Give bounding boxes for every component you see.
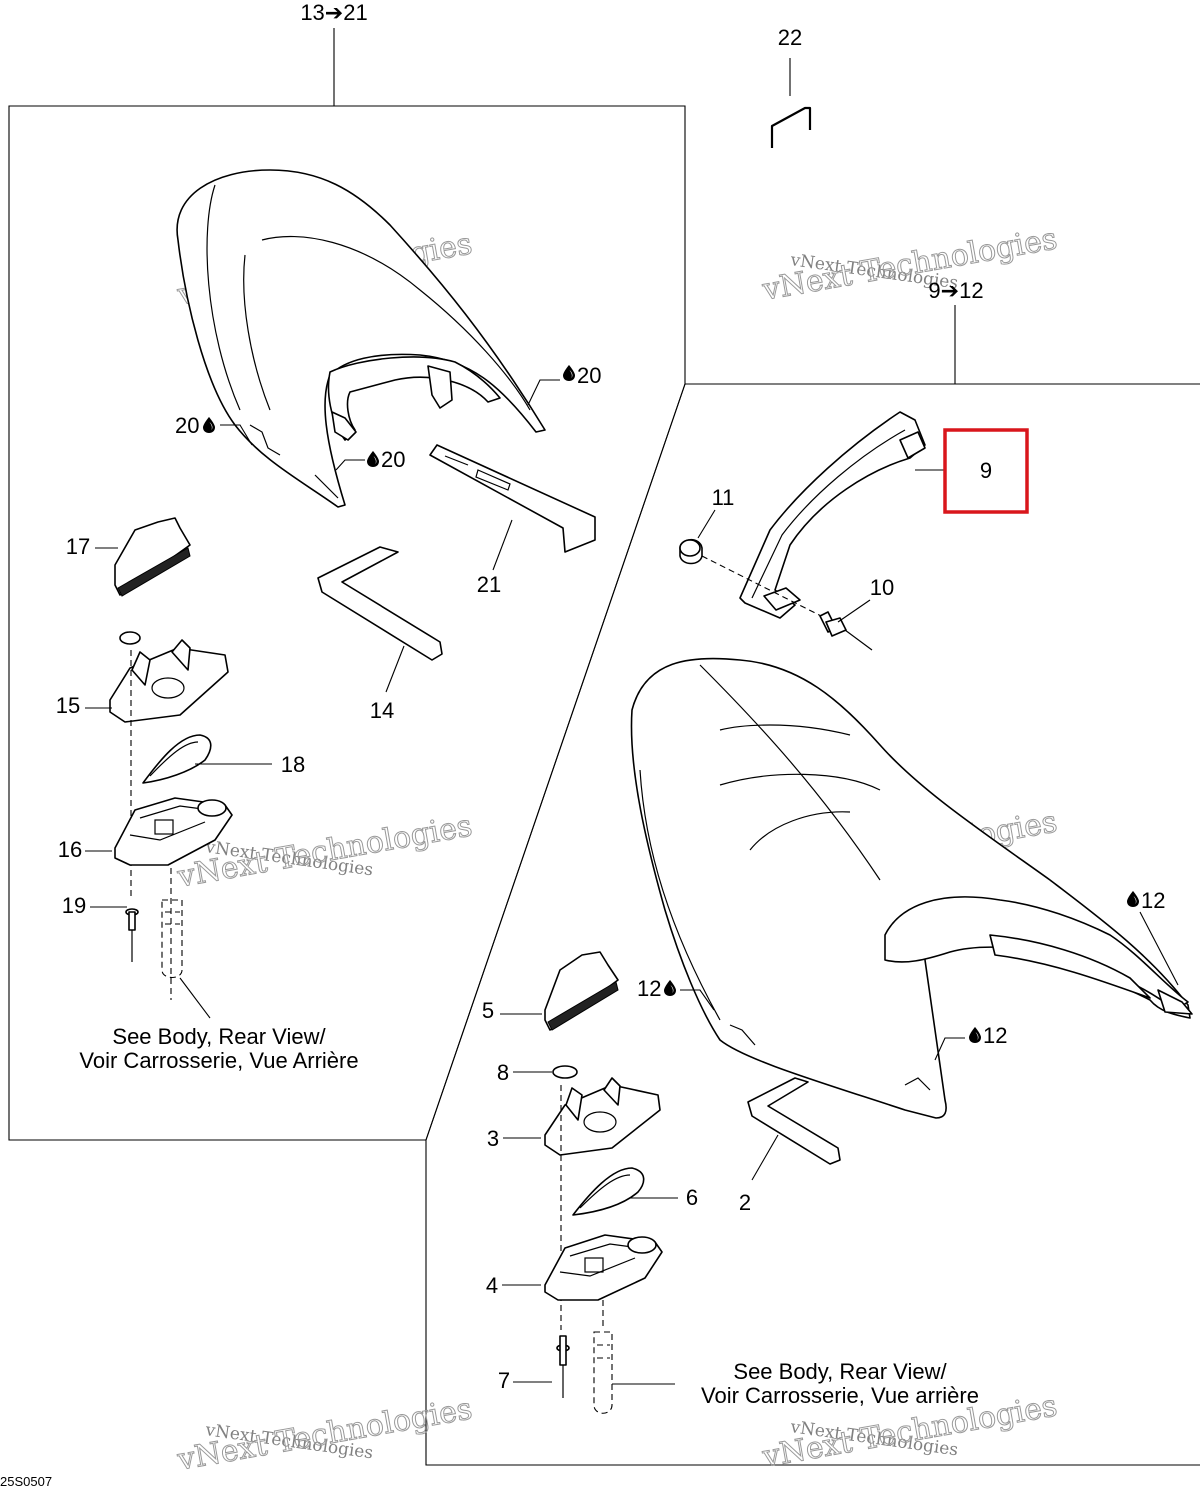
callout-15: 15 [56,693,80,718]
part-6-clip[interactable] [572,1167,645,1216]
part-18-clip[interactable] [142,734,212,784]
passenger-seat[interactable] [176,169,546,508]
callout-16: 16 [58,837,82,862]
main-seat[interactable] [630,657,1193,1119]
callout-13-21: 13➔21 [300,0,367,25]
drawing-code: 25S0507 [0,1474,52,1488]
part-2-rod[interactable] [747,1077,841,1165]
callout-7: 7 [498,1368,510,1393]
callout-9: 9 [980,458,992,483]
callout-14: 14 [370,698,394,723]
callout-10: 10 [870,575,894,600]
right-panel-frame [425,383,1200,1466]
callout-21: 21 [477,572,501,597]
callout-18: 18 [281,752,305,777]
callout-11: 11 [712,485,735,510]
part-7-rivet[interactable] [556,1335,570,1398]
part-11-washer[interactable] [679,538,703,565]
note-left-line2: Voir Carrosserie, Vue Arrière [79,1048,358,1073]
callout-9-12: 9➔12 [928,278,983,303]
part-22-clip[interactable] [770,106,812,148]
part-5-latch[interactable] [544,951,619,1031]
callout-2: 2 [739,1190,751,1215]
highlight-box-part-9 [943,428,1029,514]
callout-12-mid: 12 [637,976,661,1001]
part-19-rivet[interactable] [125,908,139,962]
callout-22: 22 [778,25,802,50]
note-left-line1: See Body, Rear View/ [112,1024,326,1049]
callout-5: 5 [482,998,494,1023]
reference-notes: See Body, Rear View/ Voir Carrosserie, V… [79,1024,979,1408]
part-17-latch[interactable] [114,517,191,597]
leader-lines [85,379,1179,1383]
note-right-line2: Voir Carrosserie, Vue arrière [701,1383,979,1408]
callout-17: 17 [66,534,90,559]
part-9-grab-handle[interactable] [739,411,926,619]
part-4-base[interactable] [544,1234,663,1301]
callout-3: 3 [487,1126,499,1151]
svg-text:vNext Technologies: vNext Technologies [759,222,1060,308]
callout-8: 8 [497,1060,509,1085]
callout-4: 4 [486,1273,498,1298]
part-8-washer[interactable] [552,1065,578,1079]
callout-6: 6 [686,1185,698,1210]
callout-labels: 13➔21 22 9➔12 9 11 10 20 20 20 21 17 14 … [56,0,1166,1393]
callout-20-top: 20 [577,363,601,388]
part-14-rod[interactable] [317,546,443,661]
callout-19: 19 [62,893,86,918]
note-right-line1: See Body, Rear View/ [733,1359,947,1384]
part-15-plate[interactable] [109,631,229,723]
rivet-anchor-right [593,1331,613,1414]
rivet-anchor-left [161,899,183,979]
part-10-rivet[interactable] [819,611,873,651]
callout-12-low: 12 [983,1023,1007,1048]
callout-20-mid: 20 [381,447,405,472]
callout-12-right: 12 [1141,888,1165,913]
callout-20-left: 20 [175,413,199,438]
part-21-strap[interactable] [429,444,596,553]
part-3-plate[interactable] [544,1077,661,1156]
part-16-base[interactable] [114,797,233,866]
